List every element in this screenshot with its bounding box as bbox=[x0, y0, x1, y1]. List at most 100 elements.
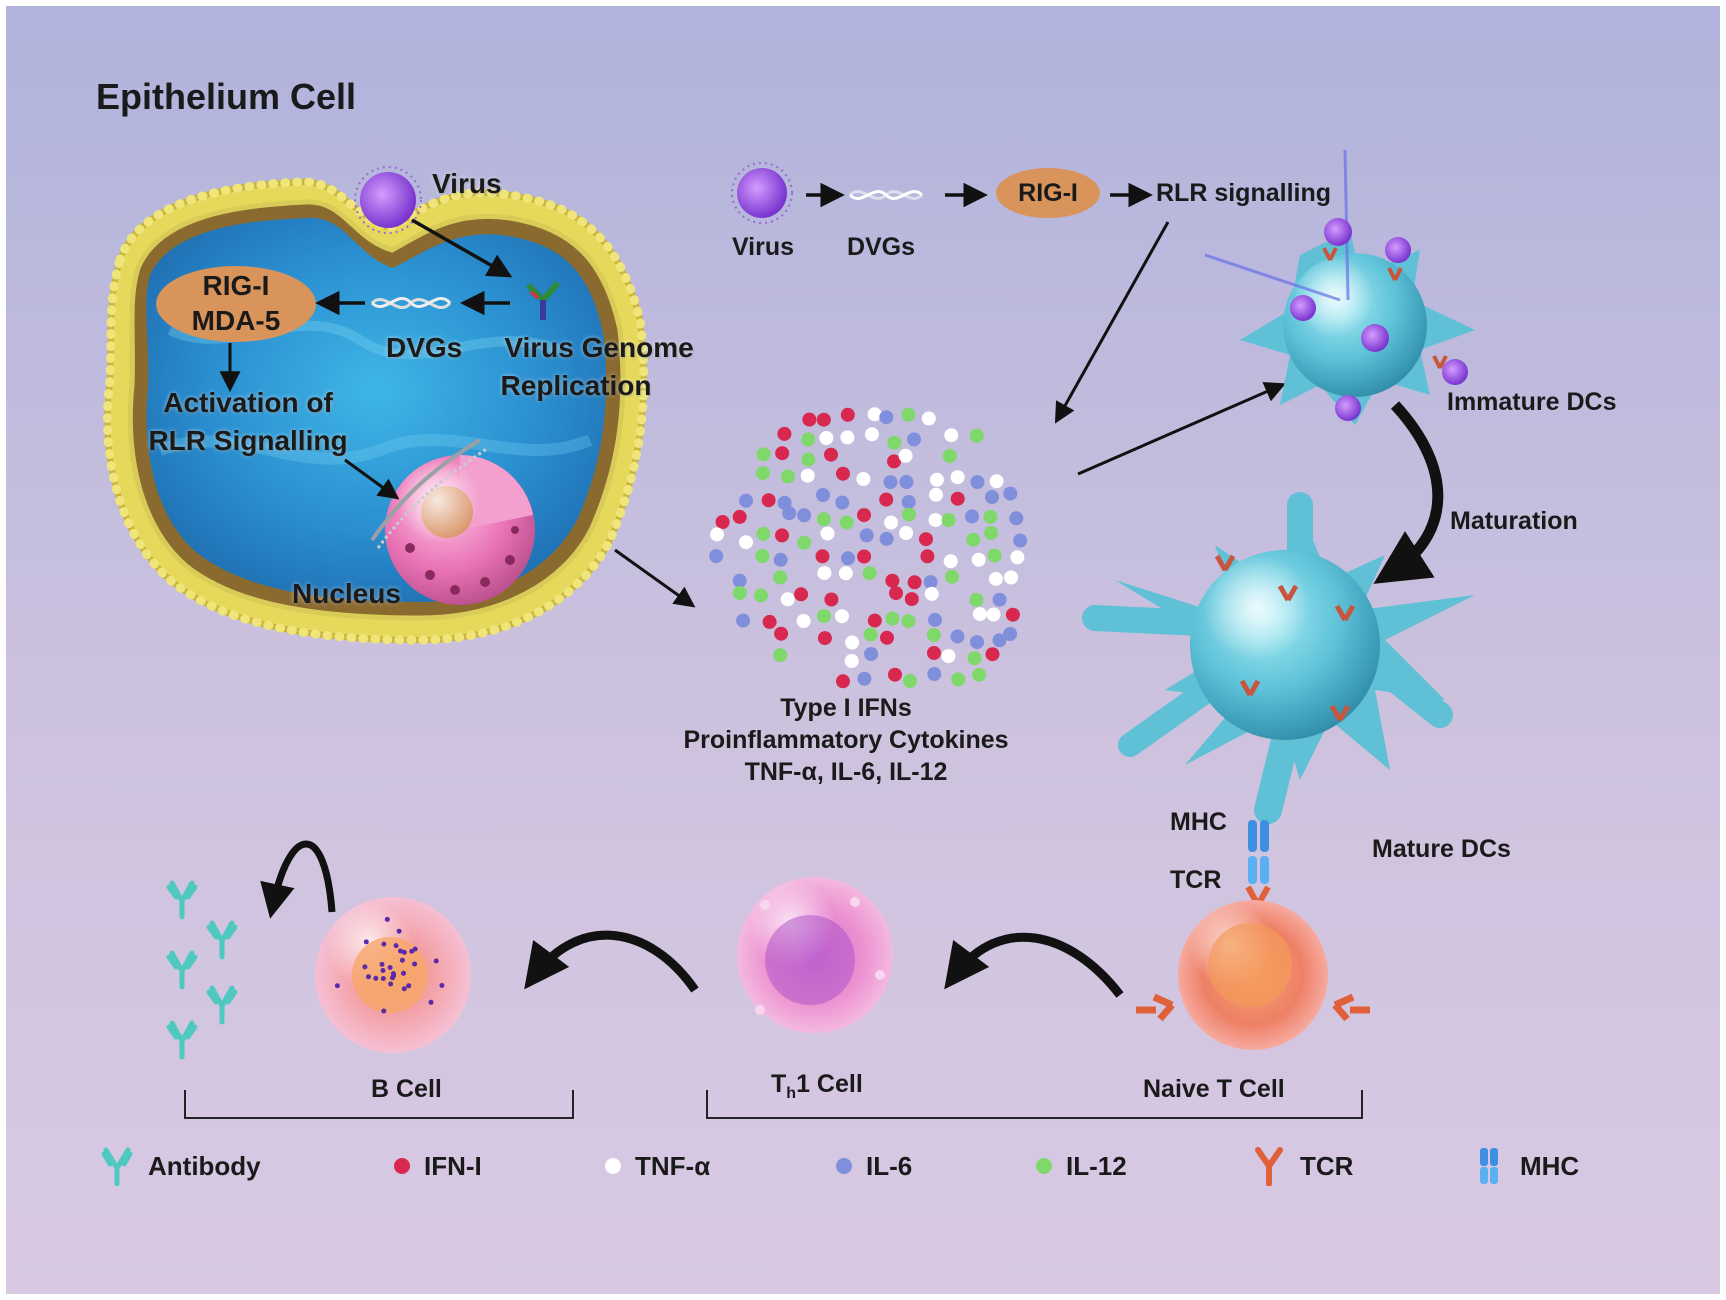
cytokine-dot bbox=[885, 573, 900, 588]
cytokine-dot bbox=[777, 426, 792, 441]
cytokine-dot bbox=[841, 551, 855, 566]
cytokine-dot bbox=[817, 631, 832, 646]
tcr-icon bbox=[1255, 1147, 1283, 1186]
cytokine-dot bbox=[988, 571, 1003, 586]
cytokine-dot bbox=[839, 515, 854, 530]
cytokine-dot bbox=[888, 667, 902, 682]
granule-dot bbox=[393, 943, 399, 949]
granule-dot bbox=[363, 939, 369, 945]
mhc-label: MHC bbox=[1170, 808, 1227, 836]
epithelium-dvgs-label: DVGs bbox=[386, 332, 463, 363]
cytokine-dot bbox=[987, 548, 1002, 563]
cytokine-dot bbox=[885, 611, 900, 626]
cytokine-dot bbox=[796, 614, 811, 628]
cytokine-dot bbox=[884, 515, 899, 530]
cytokine-dot bbox=[901, 614, 916, 629]
granule-dot bbox=[379, 961, 385, 967]
b-to-antibody-arrow bbox=[260, 840, 336, 919]
th1-to-b-arrow bbox=[524, 930, 699, 993]
legend-tnf-label: TNF-α bbox=[635, 1150, 711, 1181]
cytokine-dot bbox=[709, 549, 724, 564]
cytokine-dot bbox=[951, 672, 966, 687]
cytokine-dot bbox=[879, 410, 894, 425]
granule-dot bbox=[366, 974, 371, 980]
cytokine-dot bbox=[775, 446, 790, 461]
legend-il12-label: IL-12 bbox=[1066, 1150, 1127, 1181]
pathway-virus-label: Virus bbox=[731, 233, 795, 261]
granule-dot bbox=[390, 971, 396, 977]
cytokine-dot bbox=[1005, 607, 1020, 622]
cytokine-dot bbox=[838, 566, 853, 581]
cytokine-dot bbox=[857, 508, 871, 523]
cytokine-dot bbox=[739, 535, 753, 550]
granule-dot bbox=[401, 986, 407, 992]
cytokine-dot bbox=[1003, 486, 1018, 501]
cytokine-dot bbox=[971, 552, 986, 567]
cytokine-dot bbox=[950, 470, 965, 485]
cytokine-dot bbox=[889, 586, 903, 601]
legend-il6: IL-6 bbox=[836, 1146, 912, 1186]
b-cell-granules bbox=[334, 916, 445, 1014]
cytokine-dot bbox=[863, 627, 878, 642]
bracket-right bbox=[706, 1090, 1363, 1119]
cytokine-dot bbox=[845, 635, 860, 650]
cytokine-dot bbox=[844, 654, 859, 668]
cytokine-line2: Proinflammatory Cytokines bbox=[683, 726, 1009, 754]
cytokine-dot bbox=[986, 607, 1001, 622]
cytokine-dot bbox=[835, 609, 849, 624]
cytokine-dot bbox=[887, 454, 901, 469]
cytokine-dot bbox=[797, 508, 812, 523]
cytokine-dot bbox=[736, 613, 751, 628]
cytokine-dot bbox=[969, 428, 984, 443]
cytokine-dot bbox=[992, 592, 1007, 607]
cytokine-dot bbox=[817, 609, 831, 624]
cytokine-dot bbox=[794, 587, 809, 602]
granule-dot bbox=[384, 916, 390, 922]
granule-dot bbox=[396, 928, 402, 934]
cytokine-dot bbox=[950, 491, 965, 506]
cytokine-dot bbox=[862, 566, 877, 581]
cytokine-dot bbox=[883, 475, 898, 490]
cytokine-dot bbox=[879, 531, 894, 546]
cytokine-dot bbox=[1003, 627, 1018, 641]
granule-dot bbox=[412, 961, 418, 967]
cytokine-dot bbox=[802, 412, 817, 427]
cytokine-dot bbox=[1004, 570, 1019, 585]
mature-dcs-label: Mature DCs bbox=[1372, 835, 1511, 863]
naive-t-cell bbox=[1136, 900, 1370, 1050]
cytokine-dot bbox=[927, 646, 941, 660]
cytokine-dot bbox=[801, 432, 816, 447]
b-cell-label: B Cell bbox=[371, 1075, 442, 1103]
cytokine-dot bbox=[856, 472, 871, 486]
cytokine-dot bbox=[732, 509, 747, 524]
cytokine-dot bbox=[985, 490, 999, 504]
naive-to-th1-arrow bbox=[944, 932, 1124, 998]
replication-line2: Replication bbox=[500, 370, 652, 401]
cytokine-dot bbox=[836, 674, 850, 689]
cytokine-dot bbox=[820, 526, 835, 541]
legend-antibody: Antibody bbox=[100, 1146, 261, 1186]
cytokine-dot bbox=[923, 575, 938, 590]
cytokine-dot bbox=[773, 570, 788, 585]
virus-particle-entry bbox=[354, 166, 422, 234]
activation-line1: Activation of bbox=[163, 387, 333, 418]
cytokine-dot bbox=[989, 474, 1004, 489]
cytokine-dot bbox=[941, 513, 956, 528]
cytokine-dot bbox=[780, 469, 795, 484]
immature-dc bbox=[1204, 149, 1475, 425]
cytokine-dot bbox=[926, 627, 941, 642]
granule-dot bbox=[428, 999, 434, 1005]
pathway-graphics bbox=[731, 162, 1286, 476]
cytokine-dot bbox=[969, 592, 984, 607]
cytokine-dot bbox=[867, 407, 882, 422]
cytokine-dot bbox=[984, 526, 998, 540]
cytokine-dot bbox=[904, 592, 919, 607]
page-title: Epithelium Cell bbox=[96, 76, 357, 117]
granule-dot bbox=[388, 981, 394, 987]
replication-line1: Virus Genome bbox=[504, 332, 694, 363]
th1-cell-label: Th1 Cell bbox=[771, 1070, 863, 1103]
antibody-cluster bbox=[166, 880, 238, 1060]
cytokine-dot bbox=[972, 667, 987, 682]
granule-dot bbox=[381, 1008, 387, 1014]
cytokine-cloud bbox=[709, 407, 1028, 689]
